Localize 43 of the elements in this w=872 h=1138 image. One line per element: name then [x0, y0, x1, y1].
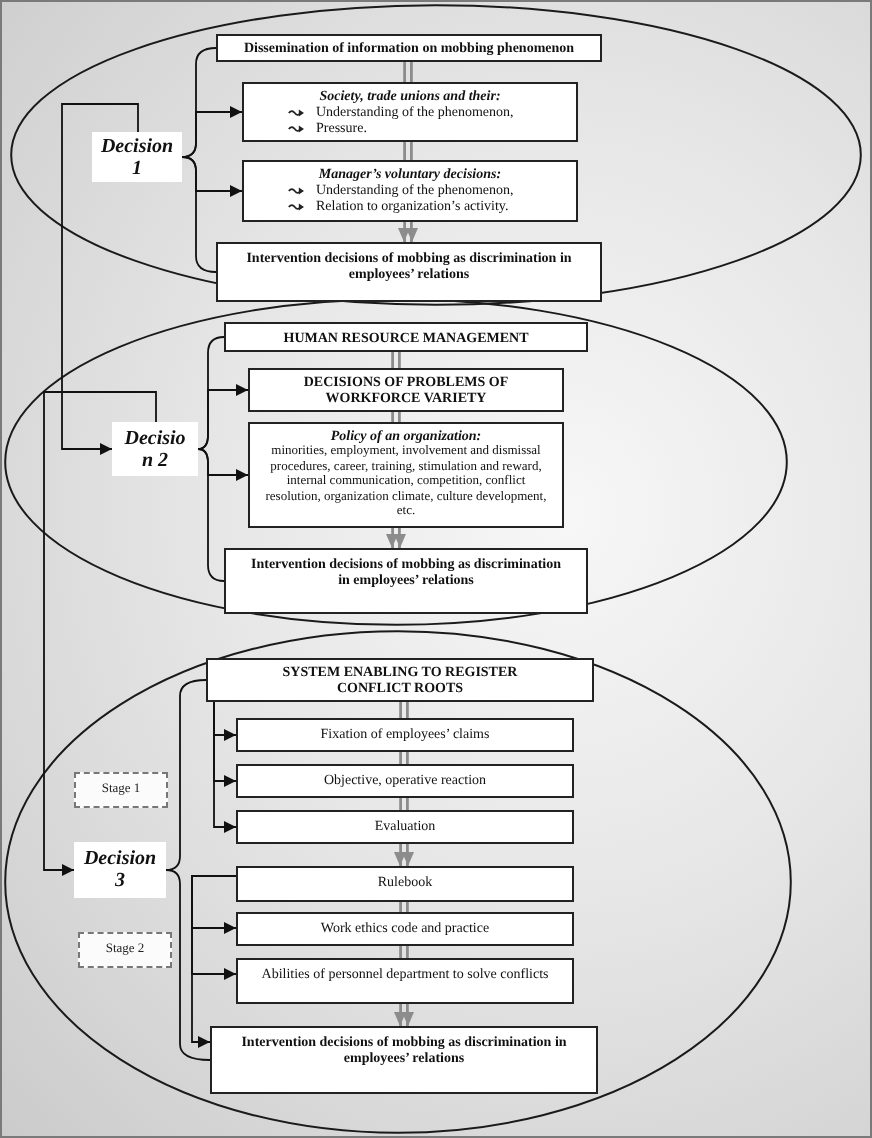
- process-box: [236, 958, 574, 1004]
- process-box: [236, 810, 574, 844]
- process-box: [236, 718, 574, 752]
- connector-line: [165, 679, 207, 871]
- process-box: [206, 658, 594, 702]
- decision-label: Decisio n 2: [122, 427, 188, 471]
- connector-line: [165, 869, 211, 1061]
- decision-label: Decision 3: [82, 848, 158, 892]
- process-box: [242, 82, 578, 142]
- process-box: [236, 764, 574, 798]
- process-box: [224, 322, 588, 352]
- double-line: [399, 752, 409, 764]
- double-line: [391, 352, 401, 368]
- decision-box: [74, 842, 166, 898]
- double-line: [399, 798, 409, 810]
- double-line: [403, 142, 413, 160]
- process-box: [224, 548, 588, 614]
- double-line: [399, 902, 409, 912]
- stage-box: [78, 932, 172, 968]
- process-box: [242, 160, 578, 222]
- decision-label: Decision 1: [100, 135, 174, 179]
- arrow: [181, 106, 243, 158]
- double-line: [391, 412, 401, 422]
- decision-box: [112, 422, 198, 476]
- arrow: [213, 701, 237, 833]
- process-box: [248, 368, 564, 412]
- double-line: [399, 946, 409, 958]
- connector-line: [197, 448, 225, 582]
- process-box: [216, 242, 602, 302]
- arrow: [61, 103, 139, 455]
- process-box: [236, 912, 574, 946]
- decision-box: [92, 132, 182, 182]
- double-line: [403, 62, 413, 82]
- stage-box: [74, 772, 168, 808]
- connector-line: [181, 156, 217, 273]
- arrow: [43, 391, 157, 876]
- process-box: [248, 422, 564, 528]
- arrow: [197, 384, 249, 450]
- double-line: [399, 702, 409, 718]
- process-box: [210, 1026, 598, 1094]
- process-box: [216, 34, 602, 62]
- arrow: [191, 875, 237, 1048]
- process-box: [236, 866, 574, 902]
